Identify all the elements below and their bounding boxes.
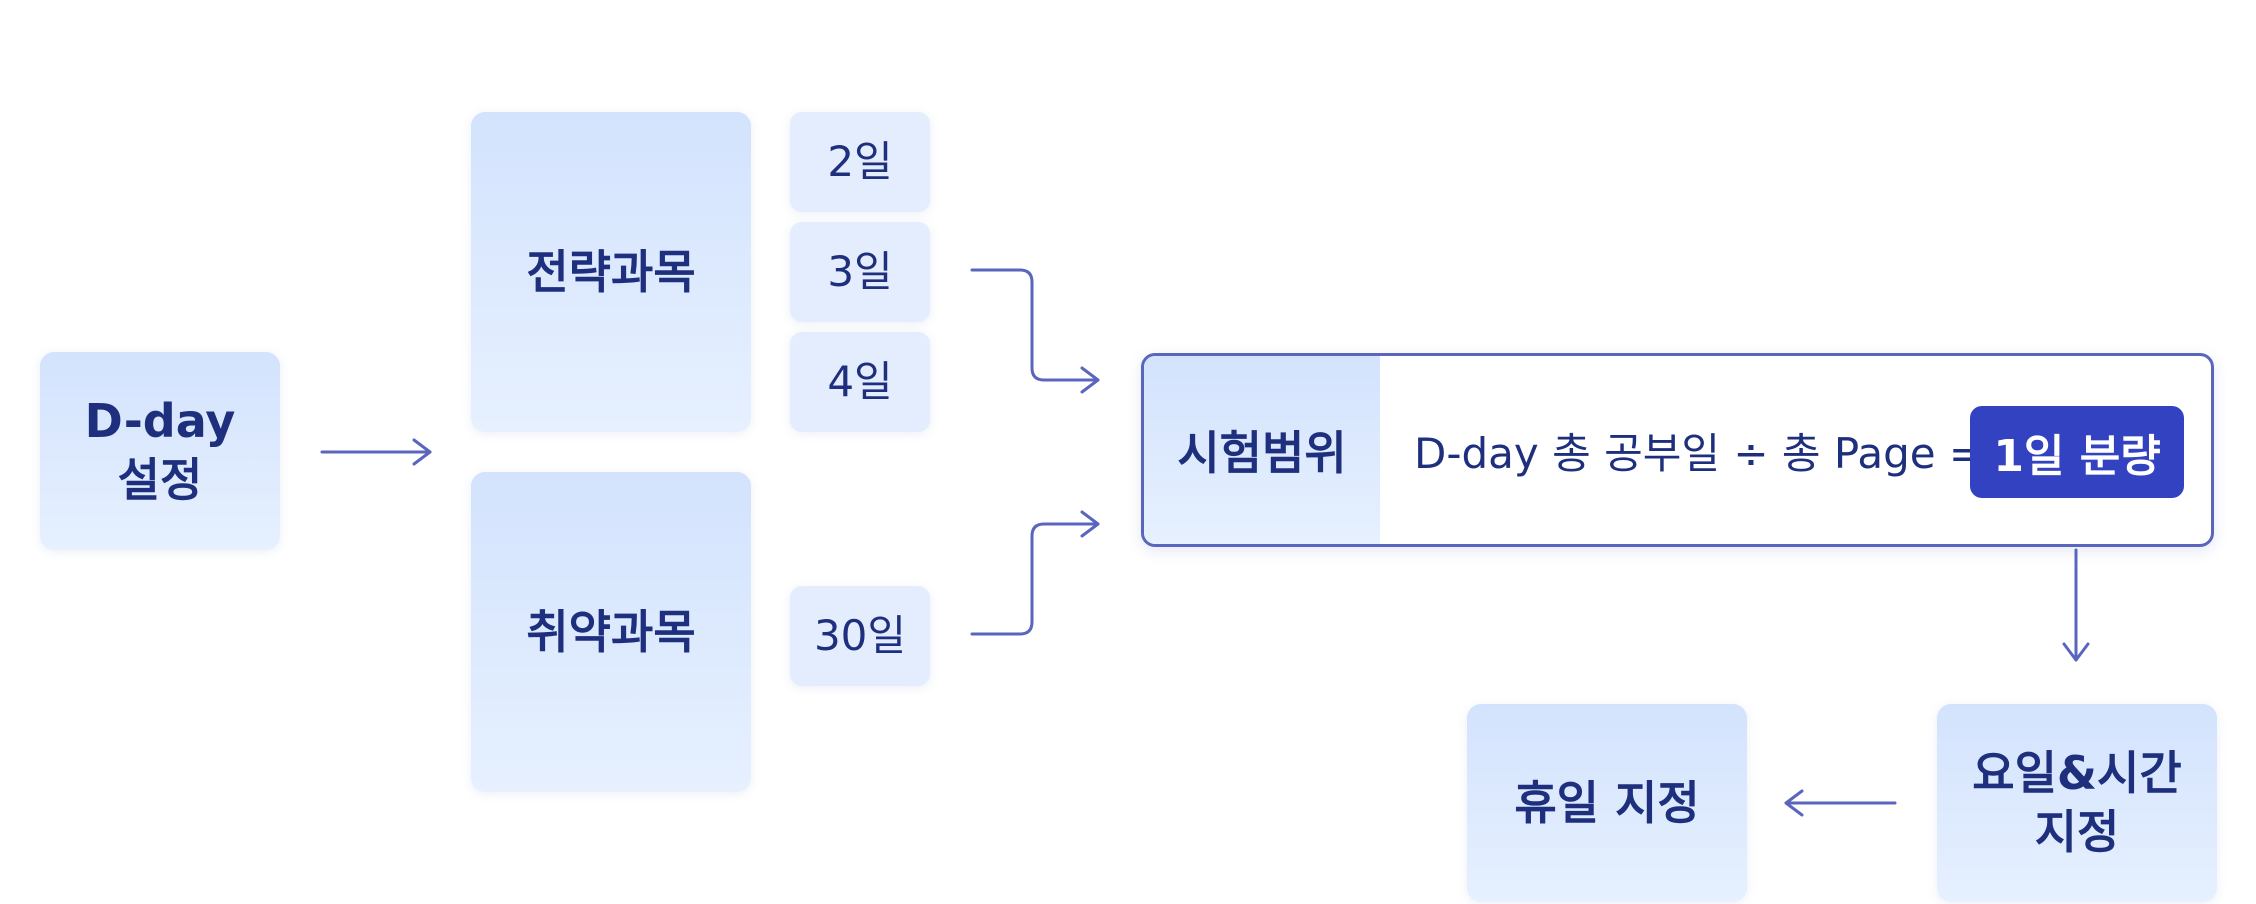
day-option-4-label: 4일 [827, 357, 893, 407]
arrow-3day-to-formula [970, 268, 1100, 382]
daily-amount-badge: 1일 분량 [1970, 406, 2184, 498]
weak-subject-box: 취약과목 [471, 472, 751, 792]
strategy-subject-label: 전략과목 [526, 244, 696, 299]
day-option-2: 2일 [790, 112, 930, 212]
day-option-4: 4일 [790, 332, 930, 432]
exam-scope-cell: 시험범위 [1144, 356, 1380, 544]
arrow-3day-to-formula-head [1080, 366, 1100, 394]
exam-scope-formula-box: 시험범위 D-day 총 공부일 ÷ 총 Page = 1일 분량 [1141, 353, 2214, 547]
arrow-daytime-to-holiday-head [1784, 789, 1804, 817]
day-option-3-label: 3일 [827, 247, 893, 297]
arrow-dday-to-subjects-head [412, 438, 432, 466]
arrow-formula-to-daytime-head [2062, 642, 2090, 662]
arrow-30day-to-formula [970, 522, 1100, 636]
dday-setting-label: 설정 [117, 453, 203, 507]
arrow-30day-to-formula-head [1080, 510, 1100, 538]
dday-label: D-day [84, 394, 236, 449]
weak-subject-label: 취약과목 [526, 604, 696, 659]
day-option-30-label: 30일 [813, 611, 907, 661]
day-time-setting-box: 요일&시간 지정 [1937, 704, 2217, 902]
day-option-2-label: 2일 [827, 137, 893, 187]
dday-setting-box: D-day 설정 [40, 352, 280, 550]
strategy-subject-box: 전략과목 [471, 112, 751, 432]
day-option-30: 30일 [790, 586, 930, 686]
day-option-3: 3일 [790, 222, 930, 322]
day-time-label: 요일&시간 [1972, 746, 2182, 801]
day-time-setting-label: 지정 [2034, 805, 2120, 859]
formula-expression: D-day 총 공부일 ÷ 총 Page = [1414, 428, 1985, 478]
daily-amount-label: 1일 분량 [1993, 431, 2161, 482]
holiday-setting-box: 휴일 지정 [1467, 704, 1747, 902]
exam-scope-label: 시험범위 [1177, 426, 1347, 480]
holiday-setting-label: 휴일 지정 [1514, 775, 1700, 830]
